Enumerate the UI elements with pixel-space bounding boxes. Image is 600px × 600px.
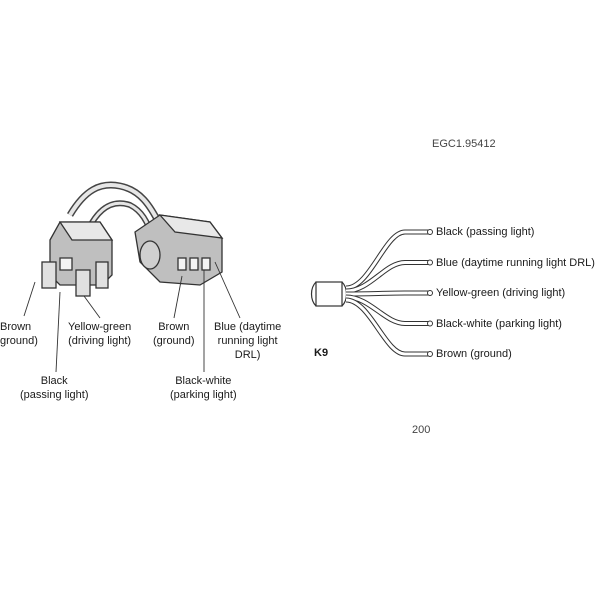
figure-id: K9 — [314, 347, 329, 359]
wire — [345, 295, 430, 325]
wire-fan — [345, 229, 433, 357]
wire-outline — [345, 297, 430, 357]
wire-end — [427, 290, 433, 296]
h4-connector-illustration — [41, 181, 224, 297]
wire-end — [427, 229, 433, 235]
wire — [345, 230, 430, 290]
label-brown-ground-2: Brown (ground) — [153, 321, 195, 347]
leader-lines-left — [23, 261, 241, 373]
wire — [345, 261, 430, 293]
bottom-cut-text: 200 — [412, 424, 431, 436]
wire — [345, 298, 430, 356]
top-cut-text: EGC1.95412 — [432, 138, 496, 150]
wire-label: Blue (daytime running light DRL) — [436, 256, 595, 269]
wire-end — [427, 320, 433, 327]
wire-label: Black (passing light) — [436, 226, 535, 238]
label-brown-ground: Brown ground) — [0, 321, 38, 347]
cable-illustration — [310, 281, 348, 307]
label-black-passing: Black (passing light) — [20, 375, 89, 401]
label-blue-drl: Blue (daytime running light DRL) — [214, 321, 282, 361]
wire-end — [427, 259, 433, 266]
wire-outline — [345, 260, 430, 294]
wire — [345, 291, 430, 296]
wire-label: Black-white (parking light) — [436, 317, 562, 330]
label-black-white: Black-white (parking light) — [170, 375, 237, 401]
wire-end — [427, 351, 433, 357]
wire-label: Yellow-green (driving light) — [436, 287, 566, 299]
wire-label: Brown (ground) — [436, 348, 512, 360]
label-yellow-green: Yellow-green (driving light) — [68, 321, 132, 347]
